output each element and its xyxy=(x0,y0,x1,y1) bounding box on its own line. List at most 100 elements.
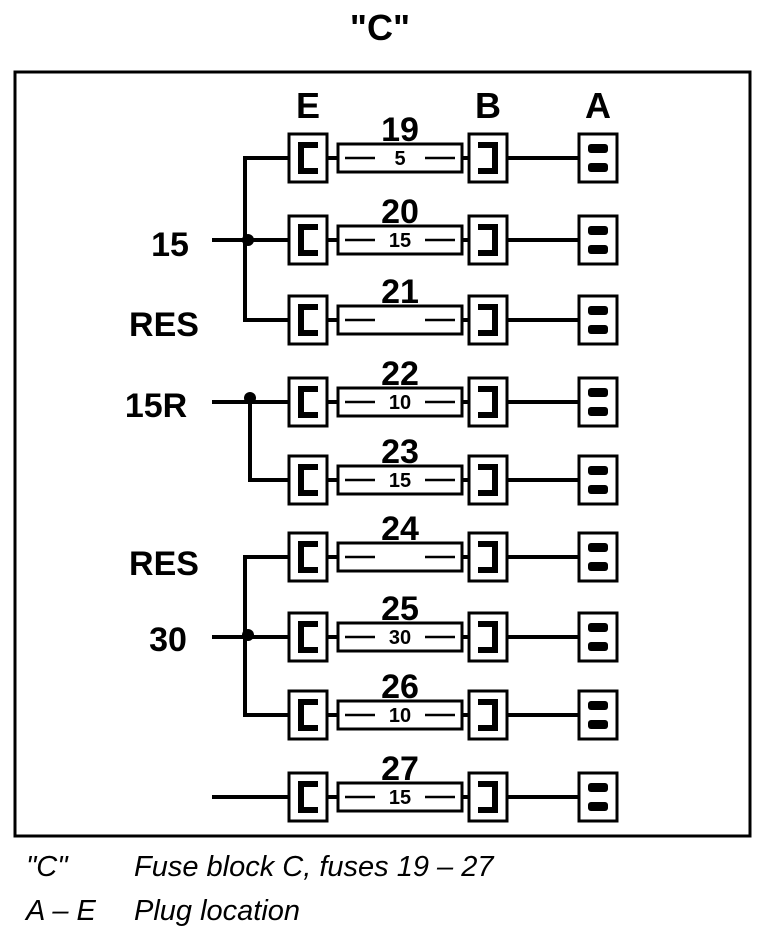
plug-e-terminal xyxy=(287,689,329,741)
plug-a-pin xyxy=(588,623,608,632)
junction-dot xyxy=(244,392,256,404)
plug-e-contact xyxy=(298,386,318,418)
plug-a-terminal xyxy=(577,454,619,506)
legend-key: A – E xyxy=(26,895,96,927)
plug-b-terminal xyxy=(467,132,509,184)
plug-e-terminal xyxy=(287,454,329,506)
legend-key: "C" xyxy=(26,851,68,883)
group-label-30: 30 xyxy=(149,621,187,659)
plug-b-contact xyxy=(478,464,498,496)
plug-a-terminal xyxy=(577,531,619,583)
fuse-rating: 30 xyxy=(389,627,411,649)
fuse-rating: 15 xyxy=(389,470,411,492)
plug-e-contact xyxy=(298,699,318,731)
plug-b-terminal xyxy=(467,376,509,428)
group-label-res-1: RES xyxy=(129,306,199,344)
plug-a-pin xyxy=(588,407,608,416)
plug-e-terminal xyxy=(287,611,329,663)
plug-b-terminal xyxy=(467,214,509,266)
plug-a-terminal xyxy=(577,689,619,741)
plug-b-contact xyxy=(478,224,498,256)
plug-a-pin xyxy=(588,642,608,651)
plug-b-contact xyxy=(478,386,498,418)
column-label-b: B xyxy=(475,85,501,126)
column-label-a: A xyxy=(585,85,611,126)
fuse-rating: 5 xyxy=(394,148,405,170)
legend-row-fuse-block: "C" Fuse block C, fuses 19 – 27 xyxy=(26,851,493,884)
plug-a-pin xyxy=(588,388,608,397)
plug-b-terminal xyxy=(467,294,509,346)
plug-b-terminal xyxy=(467,771,509,823)
fuse-number: 25 xyxy=(381,590,419,628)
fuse-number: 19 xyxy=(381,111,419,149)
fuse-rating: 10 xyxy=(389,392,411,414)
junction-dot xyxy=(242,234,254,246)
plug-a-pin xyxy=(588,226,608,235)
plug-e-contact xyxy=(298,621,318,653)
plug-e-contact xyxy=(298,464,318,496)
plug-a-pin xyxy=(588,466,608,475)
fuse-rating: 15 xyxy=(389,787,411,809)
junction-dot xyxy=(242,629,254,641)
fuse-block-frame xyxy=(13,70,752,838)
group-label-15: 15 xyxy=(151,226,189,264)
plug-b-contact xyxy=(478,142,498,174)
plug-a-pin xyxy=(588,325,608,334)
plug-e-terminal xyxy=(287,771,329,823)
plug-e-terminal xyxy=(287,376,329,428)
fuse-number: 26 xyxy=(381,668,419,706)
plug-a-pin xyxy=(588,485,608,494)
fuse-number: 23 xyxy=(381,433,419,471)
plug-b-contact xyxy=(478,699,498,731)
plug-e-contact xyxy=(298,304,318,336)
group-label-15r: 15R xyxy=(125,387,187,425)
fuse-number: 20 xyxy=(381,193,419,231)
fuse-row: 24 xyxy=(287,510,619,583)
plug-a-pin xyxy=(588,783,608,792)
plug-b-contact xyxy=(478,304,498,336)
plug-a-terminal xyxy=(577,294,619,346)
plug-a-pin xyxy=(588,245,608,254)
plug-b-terminal xyxy=(467,611,509,663)
plug-b-contact xyxy=(478,541,498,573)
legend-text: Plug location xyxy=(134,895,301,927)
fuse-number: 27 xyxy=(381,750,419,788)
plug-b-contact xyxy=(478,781,498,813)
fuse-rating: 10 xyxy=(389,705,411,727)
legend-text: Fuse block C, fuses 19 – 27 xyxy=(134,851,494,883)
fuse-number: 21 xyxy=(381,273,419,311)
plug-a-pin xyxy=(588,543,608,552)
bus-wiring xyxy=(212,156,294,799)
plug-b-contact xyxy=(478,621,498,653)
plug-a-pin xyxy=(588,562,608,571)
plug-a-pin xyxy=(588,163,608,172)
fuse-number: 22 xyxy=(381,355,419,393)
column-label-e: E xyxy=(296,85,320,126)
fuse-rating: 15 xyxy=(389,230,411,252)
plug-a-terminal xyxy=(577,132,619,184)
group-label-res-2: RES xyxy=(129,545,199,583)
plug-a-terminal xyxy=(577,214,619,266)
plug-e-terminal xyxy=(287,132,329,184)
plug-e-contact xyxy=(298,142,318,174)
plug-e-contact xyxy=(298,541,318,573)
plug-e-terminal xyxy=(287,294,329,346)
plug-a-pin xyxy=(588,720,608,729)
plug-a-terminal xyxy=(577,771,619,823)
plug-a-pin xyxy=(588,144,608,153)
fuse-row: 21 xyxy=(287,273,619,346)
plug-a-terminal xyxy=(577,611,619,663)
plug-a-pin xyxy=(588,701,608,710)
plug-a-pin xyxy=(588,306,608,315)
plug-b-terminal xyxy=(467,689,509,741)
plug-e-terminal xyxy=(287,214,329,266)
plug-e-terminal xyxy=(287,531,329,583)
plug-a-terminal xyxy=(577,376,619,428)
